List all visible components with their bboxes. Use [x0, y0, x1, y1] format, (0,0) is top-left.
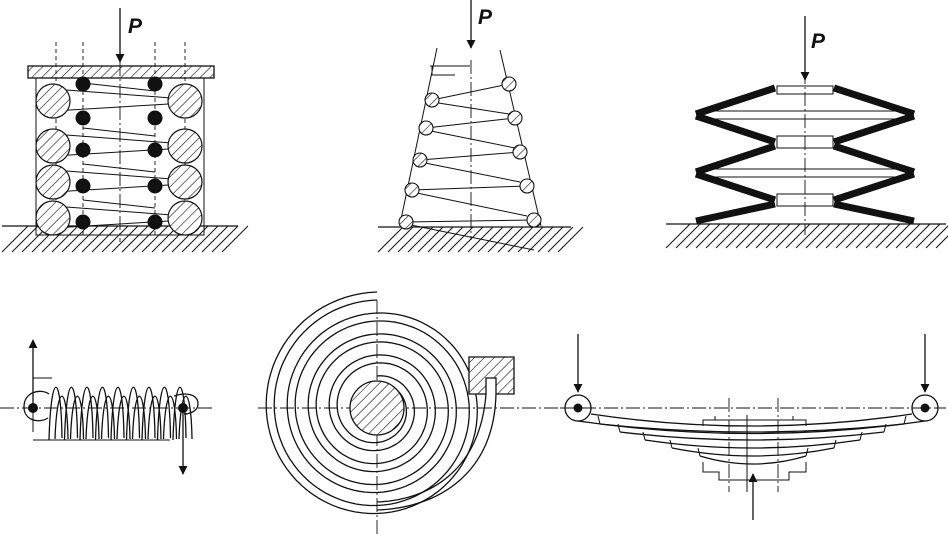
- leaf: [644, 439, 861, 449]
- spiral-spring: [258, 291, 560, 535]
- spiral-tail: [376, 393, 487, 503]
- wire-section: [526, 212, 542, 228]
- outer-wire-section: [35, 200, 71, 236]
- wire-section: [404, 182, 420, 198]
- ground-disc: [665, 223, 948, 249]
- outer-wire-section: [167, 164, 203, 200]
- wire-section: [398, 214, 414, 230]
- anchor-block: [468, 356, 515, 395]
- arbor: [349, 380, 405, 436]
- conical-coil-spring: P: [377, 0, 584, 253]
- wire-sections: [35, 76, 203, 236]
- compression-coil-spring: P: [1, 8, 249, 253]
- leaf: [599, 423, 905, 433]
- leaf: [671, 447, 835, 457]
- wire-section: [519, 178, 535, 194]
- coil-turns: [48, 386, 187, 441]
- inner-wire-section: [147, 110, 163, 126]
- extension-coils: [48, 386, 193, 441]
- disc-spring-stack: P: [665, 16, 948, 249]
- conical-wire-sections: [398, 76, 542, 230]
- wire-section: [412, 152, 428, 168]
- inner-wire-section: [147, 178, 163, 194]
- wire-section: [424, 92, 440, 108]
- load-label-disc: P: [811, 30, 826, 53]
- inner-wire-section: [75, 76, 91, 92]
- coil-helix: [52, 82, 186, 229]
- main-leaf: [590, 413, 913, 427]
- wire-section: [507, 110, 523, 126]
- ground-compression: [1, 225, 249, 253]
- coil-turns-back: [54, 395, 193, 440]
- leaf: [619, 431, 885, 441]
- inner-wire-section: [75, 214, 91, 230]
- load-label-compression: P: [128, 15, 143, 38]
- conical-helix: [405, 83, 535, 251]
- spiral-outer-edge: [273, 299, 470, 507]
- inner-wire-section: [75, 178, 91, 194]
- inner-wire-section: [75, 142, 91, 158]
- inner-wire-section: [75, 110, 91, 126]
- extension-spring: [0, 339, 212, 475]
- spiral-tail: [376, 393, 497, 511]
- outer-wire-section: [35, 83, 71, 119]
- inner-wire-section: [147, 142, 163, 158]
- wire-section: [418, 120, 434, 136]
- outer-wire-section: [167, 83, 203, 119]
- wire-section: [512, 144, 528, 160]
- outer-wire-section: [167, 200, 203, 236]
- load-label-conical: P: [478, 6, 493, 29]
- outer-wire-section: [35, 128, 71, 164]
- spiral-inner-edge: [265, 291, 478, 515]
- wire-section: [501, 76, 517, 92]
- inner-wire-section: [147, 214, 163, 230]
- spiral-coil: [265, 291, 497, 515]
- leaf: [699, 455, 807, 465]
- outer-wire-section: [35, 164, 71, 200]
- inner-wire-section: [147, 76, 163, 92]
- leaf-spring: [560, 334, 946, 520]
- leaf-stack: [577, 413, 926, 465]
- outer-wire-section: [167, 128, 203, 164]
